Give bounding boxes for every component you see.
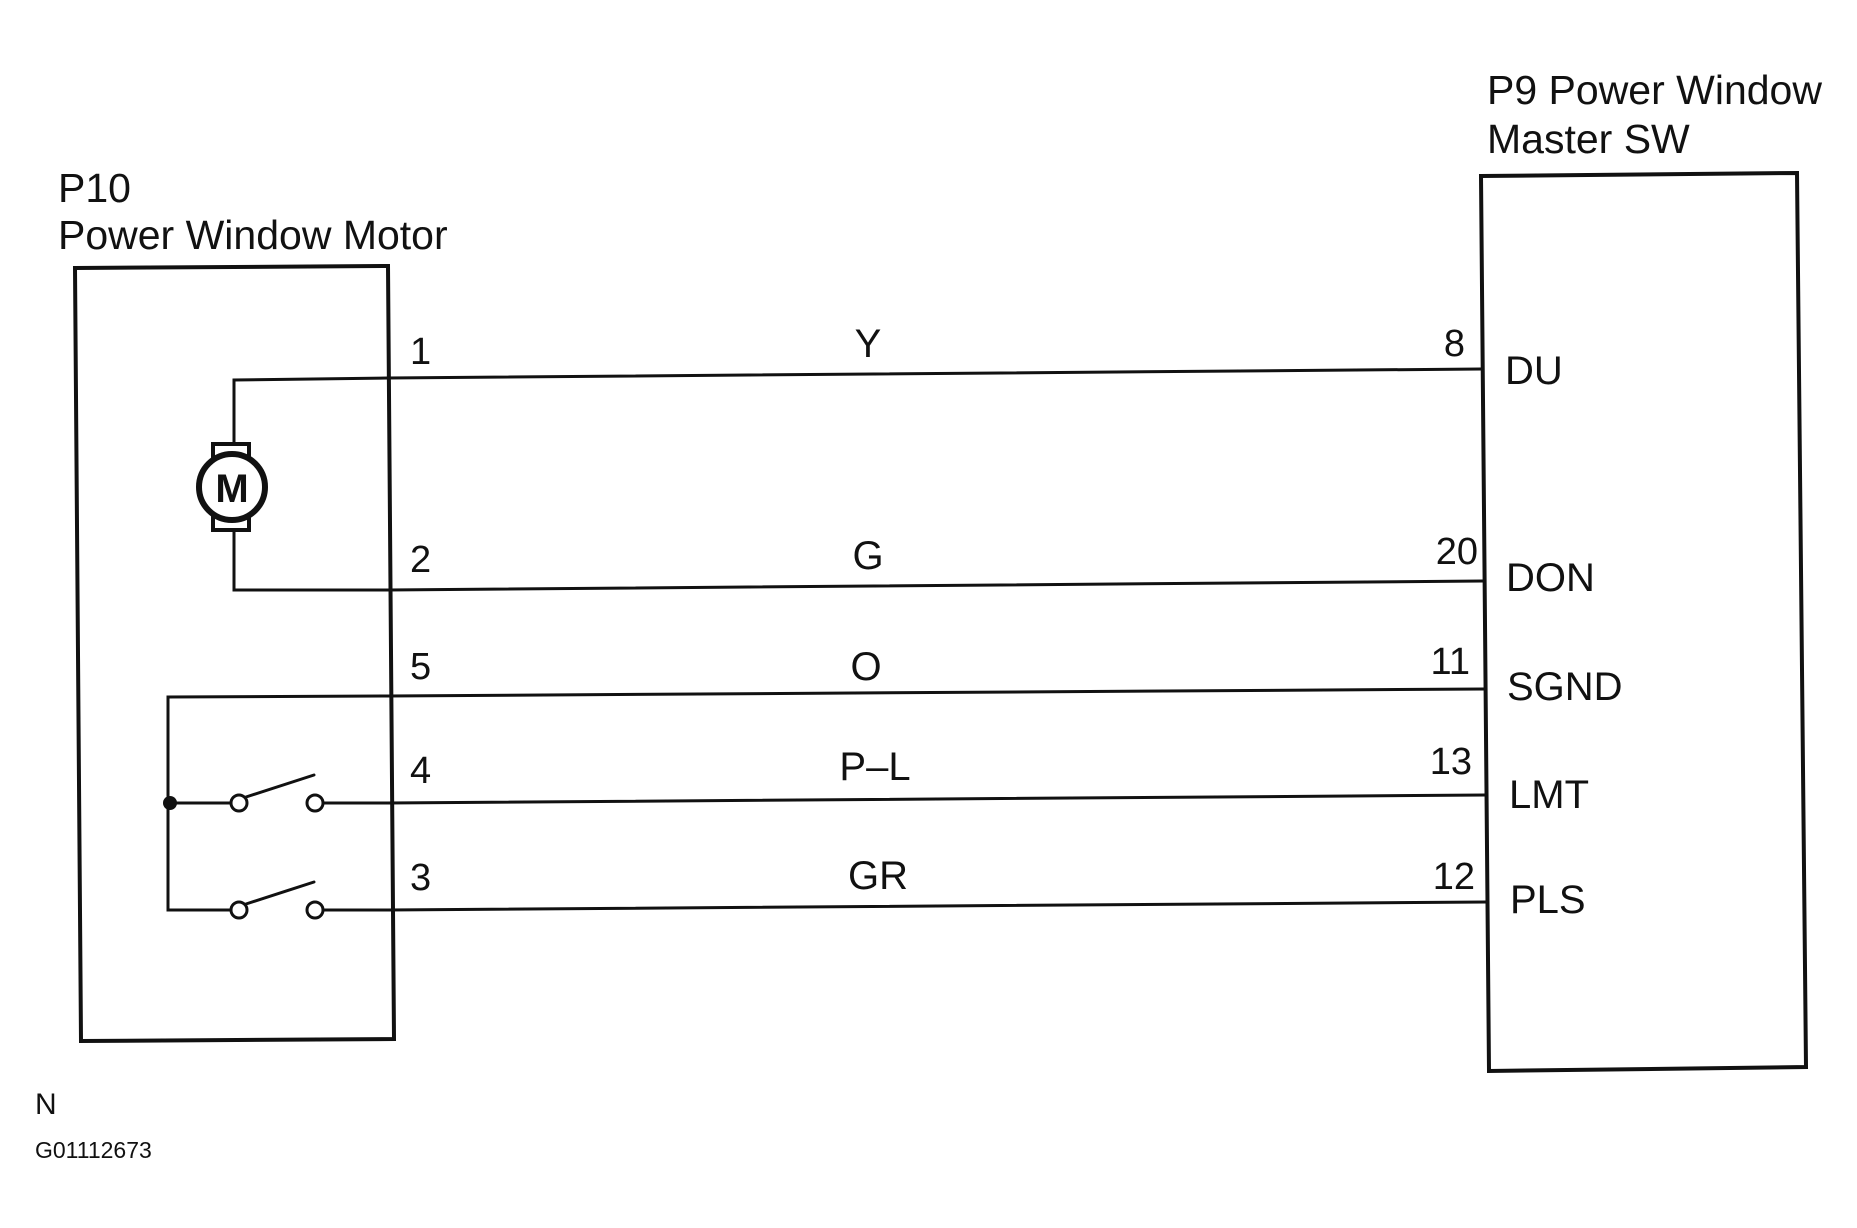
switch-pin: 11 (1431, 641, 1470, 683)
wire-gr (386, 900, 1489, 912)
motor-connector-id: P10 (58, 165, 131, 211)
orientation-marker: N (35, 1088, 57, 1121)
limit-switch (229, 773, 390, 813)
wire-p-l (386, 793, 1488, 805)
harness-wires (386, 367, 1489, 912)
wire-color-label: O (850, 645, 881, 689)
motor-symbol: M (196, 376, 390, 592)
switch-pin: 12 (1433, 856, 1475, 898)
switch-title-line2: Master SW (1487, 116, 1690, 162)
switch-terminal: DU (1505, 349, 1563, 393)
motor-internal-switches (163, 694, 390, 920)
switch-title-line1: P9 Power Window (1487, 67, 1822, 113)
switch-terminal: LMT (1509, 773, 1589, 817)
switch-pin: 13 (1430, 741, 1472, 783)
motor-unit-box (72, 263, 397, 1044)
switch-pin: 20 (1436, 531, 1478, 573)
motor-pin: 4 (410, 750, 431, 792)
wire-color-label: G (852, 534, 883, 578)
wire-color-label: Y (855, 322, 882, 366)
motor-symbol-label: M (215, 467, 248, 511)
motor-pin: 3 (410, 857, 431, 899)
wire-color-label: P–L (839, 745, 910, 789)
motor-component-name: Power Window Motor (58, 212, 448, 258)
motor-pin: 5 (410, 646, 431, 688)
pulse-switch (229, 880, 390, 920)
switch-pin: 8 (1444, 323, 1465, 365)
master-switch-box (1478, 170, 1809, 1074)
wire-y (386, 367, 1483, 380)
motor-pin: 1 (410, 331, 431, 373)
switch-terminal: DON (1506, 556, 1595, 600)
wire-color-label: GR (848, 854, 908, 898)
switch-terminal: SGND (1507, 665, 1623, 709)
switch-terminal: PLS (1510, 878, 1586, 922)
wire-g (386, 579, 1485, 592)
figure-code: G01112673 (35, 1137, 152, 1163)
motor-pin: 2 (410, 539, 431, 581)
wire-o (386, 687, 1486, 698)
